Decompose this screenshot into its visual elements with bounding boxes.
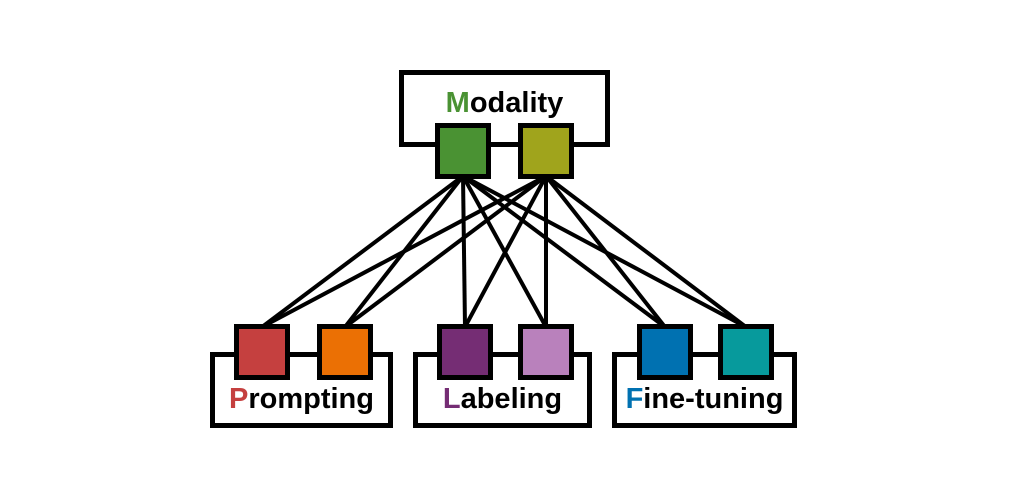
labeling-label-initial: L <box>442 383 461 415</box>
finetuning-label-initial: F <box>625 383 644 415</box>
modality-box: Modality <box>399 70 610 147</box>
labeling-light-purple-square <box>518 324 574 380</box>
modality-label-initial: M <box>445 87 470 119</box>
finetuning-blue-square <box>637 324 693 380</box>
prompting-label: Prompting <box>215 385 388 414</box>
modality-label: Modality <box>404 89 605 118</box>
labeling-label: Labeling <box>418 385 587 414</box>
prompting-label-rest: rompting <box>248 383 374 415</box>
modality-green-square <box>435 123 491 179</box>
finetuning-teal-square <box>718 324 774 380</box>
modality-label-rest: odality <box>469 87 564 119</box>
modality-olive-square <box>518 123 574 179</box>
prompting-label-initial: P <box>229 383 249 415</box>
prompting-orange-square <box>317 324 373 380</box>
prompting-red-square <box>234 324 290 380</box>
labeling-label-rest: abeling <box>460 383 563 415</box>
finetuning-label-rest: ine-tuning <box>643 383 784 415</box>
finetuning-label: Fine-tuning <box>617 385 792 414</box>
labeling-dark-purple-square <box>437 324 493 380</box>
